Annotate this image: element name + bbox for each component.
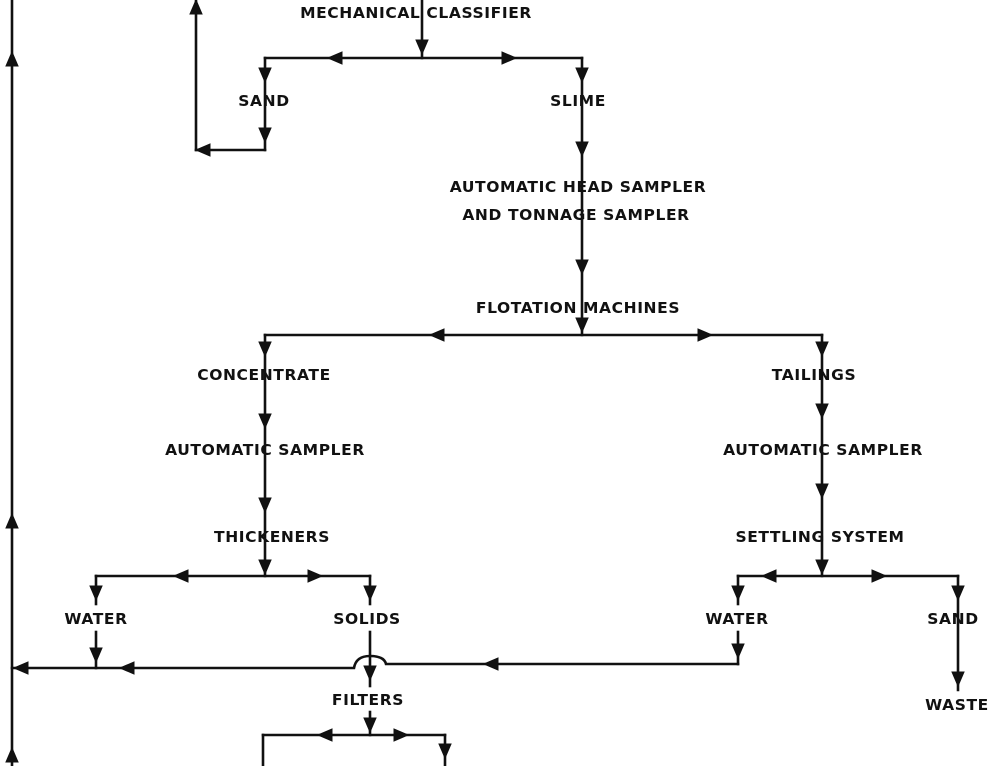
- arrow-down-icon: [815, 403, 829, 420]
- arrow-left-icon: [428, 328, 445, 342]
- arrow-right-icon: [697, 328, 714, 342]
- arrow-down-icon: [89, 647, 103, 664]
- arrow-down-icon: [415, 39, 429, 56]
- arrow-down-icon: [438, 743, 452, 760]
- arrow-down-icon: [89, 585, 103, 602]
- label-thickeners: THICKENERS: [214, 528, 330, 546]
- arrow-down-icon: [363, 717, 377, 734]
- arrow-left-icon: [12, 661, 29, 675]
- label-waste: WASTE: [925, 696, 989, 714]
- arrow-down-icon: [815, 483, 829, 500]
- arrow-left-icon: [316, 728, 333, 742]
- label-flotation: FLOTATION MACHINES: [476, 299, 680, 317]
- arrow-up-icon: [5, 746, 19, 763]
- arrow-down-icon: [575, 259, 589, 276]
- arrow-up-icon: [5, 50, 19, 67]
- arrow-down-icon: [363, 585, 377, 602]
- label-auto-sampler-left: AUTOMATIC SAMPLER: [165, 441, 365, 459]
- arrow-down-icon: [731, 585, 745, 602]
- label-auto-sampler-right: AUTOMATIC SAMPLER: [723, 441, 923, 459]
- arrow-down-icon: [815, 341, 829, 358]
- arrow-down-icon: [731, 643, 745, 660]
- arrow-right-icon: [501, 51, 518, 65]
- arrow-down-icon: [951, 585, 965, 602]
- label-slime: SLIME: [550, 92, 606, 110]
- arrow-down-icon: [951, 671, 965, 688]
- arrow-right-icon: [307, 569, 324, 583]
- arrow-left-icon: [760, 569, 777, 583]
- label-settling: SETTLING SYSTEM: [735, 528, 904, 546]
- arrow-down-icon: [815, 559, 829, 576]
- label-concentrate: CONCENTRATE: [197, 366, 331, 384]
- arrow-up-icon: [189, 0, 203, 15]
- label-sand-top: SAND: [238, 92, 289, 110]
- arrow-down-icon: [258, 559, 272, 576]
- label-head-sampler-1: AUTOMATIC HEAD SAMPLER: [450, 178, 707, 196]
- label-filters: FILTERS: [332, 691, 404, 709]
- label-solids: SOLIDS: [333, 610, 401, 628]
- arrow-left-icon: [194, 143, 211, 157]
- node-labels: MECHANICAL CLASSIFIER SAND SLIME AUTOMAT…: [64, 4, 989, 714]
- label-tailings: TAILINGS: [772, 366, 856, 384]
- arrow-down-icon: [258, 67, 272, 84]
- arrow-left-icon: [482, 657, 499, 671]
- arrow-up-icon: [5, 512, 19, 529]
- arrow-down-icon: [258, 413, 272, 430]
- arrow-down-icon: [363, 665, 377, 682]
- arrow-down-icon: [258, 127, 272, 144]
- label-water-left: WATER: [64, 610, 127, 628]
- arrow-right-icon: [871, 569, 888, 583]
- water-return-line: [10, 654, 740, 670]
- arrow-down-icon: [258, 497, 272, 514]
- label-water-right: WATER: [705, 610, 768, 628]
- arrow-right-icon: [393, 728, 410, 742]
- label-mechanical-classifier: MECHANICAL CLASSIFIER: [300, 4, 532, 22]
- arrow-down-icon: [575, 317, 589, 334]
- arrow-left-icon: [172, 569, 189, 583]
- arrowheads: [5, 0, 965, 763]
- arrow-down-icon: [575, 67, 589, 84]
- arrow-left-icon: [326, 51, 343, 65]
- arrow-left-icon: [118, 661, 135, 675]
- arrow-down-icon: [575, 141, 589, 158]
- arrow-down-icon: [258, 341, 272, 358]
- label-head-sampler-2: AND TONNAGE SAMPLER: [462, 206, 689, 224]
- label-sand-right: SAND: [927, 610, 978, 628]
